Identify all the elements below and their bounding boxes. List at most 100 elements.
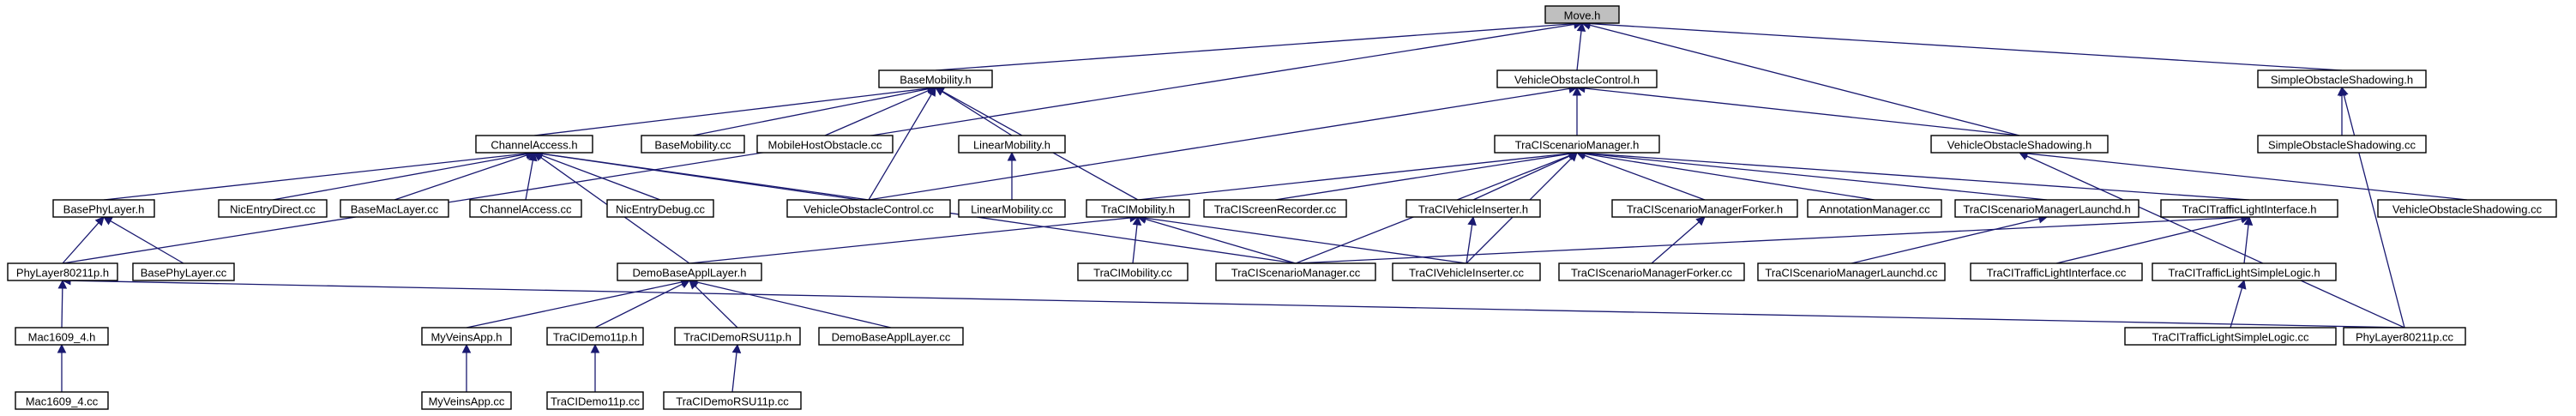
edge-traciscenariomanagerlaunchd-cc-to-traciscenariomanagerlaunchd-h <box>1851 218 2040 264</box>
arrowhead <box>1132 215 1142 226</box>
node-box <box>421 327 512 346</box>
node-box <box>1494 135 1660 154</box>
node-label: VehicleObstacleControl.cc <box>803 203 934 216</box>
node-label: BasePhyLayer.cc <box>141 267 227 280</box>
graph-node-traciscenariomanagerforker-cc[interactable]: TraCIScenarioManagerForker.cc <box>1558 262 1745 281</box>
graph-node-basephylayer-h[interactable]: BasePhyLayer.h <box>52 199 155 218</box>
node-box <box>1611 199 1798 218</box>
arrowhead <box>2339 86 2349 97</box>
arrowhead <box>935 87 945 96</box>
node-label: VehicleObstacleControl.h <box>1514 74 1640 87</box>
node-box <box>1077 262 1189 281</box>
graph-node-traciscenariomanager-h[interactable]: TraCIScenarioManager.h <box>1494 135 1660 154</box>
graph-node-traciscenariomanagerforker-h[interactable]: TraCIScenarioManagerForker.h <box>1611 199 1798 218</box>
edge-channelaccess-h-to-basemobility-h <box>533 87 929 136</box>
node-box <box>2377 199 2557 218</box>
graph-node-mobilehostobstacle-cc[interactable]: MobileHostObstacle.cc <box>756 135 894 154</box>
node-label: TraCIDemo11p.cc <box>551 395 641 408</box>
graph-node-mac1609-4-h[interactable]: Mac1609_4.h <box>15 327 109 346</box>
graph-node-vehicleobstacleshadowing-h[interactable]: VehicleObstacleShadowing.h <box>1930 135 2109 154</box>
graph-node-tracitrafficlightsimplelogic-h[interactable]: TraCITrafficLightSimpleLogic.h <box>2152 262 2337 281</box>
graph-node-traciscenariomanagerlaunchd-cc[interactable]: TraCIScenarioManagerLaunchd.cc <box>1757 262 1946 281</box>
node-box <box>2257 69 2427 88</box>
edge-tracitrafficlightsimplelogic-h-to-tracitrafficlightinterface-h <box>2243 224 2249 264</box>
graph-node-tracidemorsu11p-cc[interactable]: TraCIDemoRSU11p.cc <box>663 391 802 410</box>
graph-node-channelaccess-h[interactable]: ChannelAccess.h <box>475 135 593 154</box>
node-box <box>475 135 593 154</box>
edge-phylayer80211p-h-to-basephylayer-h <box>62 222 99 264</box>
node-box <box>958 199 1066 218</box>
graph-node-mac1609-4-cc[interactable]: Mac1609_4.cc <box>15 391 109 410</box>
node-label: BaseMobility.h <box>900 74 972 87</box>
node-box <box>546 391 644 410</box>
node-label: BaseMacLayer.cc <box>351 203 439 216</box>
arrowhead <box>94 216 105 226</box>
graph-node-traciscenariomanagerlaunchd-h[interactable]: TraCIScenarioManagerLaunchd.h <box>1954 199 2140 218</box>
arrowhead <box>1576 21 1586 33</box>
arrowhead <box>461 343 472 353</box>
graph-node-traciscreenrecorder-cc[interactable]: TraCIScreenRecorder.cc <box>1203 199 1347 218</box>
node-box <box>1970 262 2143 281</box>
node-box <box>1086 199 1190 218</box>
arrowhead <box>57 343 67 353</box>
node-box <box>218 199 328 218</box>
graph-node-simpleobstacleshadowing-h[interactable]: SimpleObstacleShadowing.h <box>2257 69 2427 88</box>
graph-node-myveinsapp-h[interactable]: MyVeinsApp.h <box>421 327 512 346</box>
graph-node-vehicleobstacleshadowing-cc[interactable]: VehicleObstacleShadowing.cc <box>2377 199 2557 218</box>
node-box <box>1544 5 1620 24</box>
graph-node-nicentrydirect-cc[interactable]: NicEntryDirect.cc <box>218 199 328 218</box>
graph-node-linearmobility-cc[interactable]: LinearMobility.cc <box>958 199 1066 218</box>
node-label: MobileHostObstacle.cc <box>768 139 882 152</box>
graph-node-tracimobility-h[interactable]: TraCIMobility.h <box>1086 199 1190 218</box>
graph-node-linearmobility-h[interactable]: LinearMobility.h <box>958 135 1066 154</box>
graph-node-move-h[interactable]: Move.h <box>1544 5 1620 24</box>
graph-node-tracitrafficlightinterface-cc[interactable]: TraCITrafficLightInterface.cc <box>1970 262 2143 281</box>
graph-node-tracidemo11p-h[interactable]: TraCIDemo11p.h <box>546 327 644 346</box>
graph-node-basemaclayer-cc[interactable]: BaseMacLayer.cc <box>340 199 449 218</box>
graph-node-demobaseappllayer-h[interactable]: DemoBaseApplLayer.h <box>617 262 762 281</box>
graph-node-tracivehicleinserter-h[interactable]: TraCIVehicleInserter.h <box>1405 199 1541 218</box>
edge-basephylayer-h-to-channelaccess-h <box>103 153 527 201</box>
graph-node-annotationmanager-cc[interactable]: AnnotationManager.cc <box>1807 199 1942 218</box>
graph-node-nicentrydebug-cc[interactable]: NicEntryDebug.cc <box>606 199 714 218</box>
node-box <box>52 199 155 218</box>
graph-node-simpleobstacleshadowing-cc[interactable]: SimpleObstacleShadowing.cc <box>2257 135 2427 154</box>
graph-node-basemobility-h[interactable]: BaseMobility.h <box>878 69 993 88</box>
edge-phylayer80211p-cc-to-simpleobstacleshadowing-h <box>2343 94 2405 329</box>
node-label: TraCIVehicleInserter.cc <box>1409 267 1524 280</box>
graph-node-vehicleobstaclecontrol-cc[interactable]: VehicleObstacleControl.cc <box>786 199 951 218</box>
node-label: ChannelAccess.h <box>491 139 577 152</box>
node-box <box>7 262 118 281</box>
graph-node-basemobility-cc[interactable]: BaseMobility.cc <box>641 135 745 154</box>
node-box <box>818 327 964 346</box>
node-label: TraCIScreenRecorder.cc <box>1214 203 1337 216</box>
edge-simpleobstacleshadowing-h-to-move-h <box>1589 22 2343 71</box>
graph-node-vehicleobstaclecontrol-h[interactable]: VehicleObstacleControl.h <box>1496 69 1658 88</box>
node-label: TraCIDemoRSU11p.cc <box>676 395 789 408</box>
node-label: MyVeinsApp.cc <box>429 395 505 408</box>
graph-node-traciscenariomanager-cc[interactable]: TraCIScenarioManager.cc <box>1215 262 1376 281</box>
graph-node-tracivehicleinserter-cc[interactable]: TraCIVehicleInserter.cc <box>1392 262 1541 281</box>
node-label: TraCIScenarioManagerForker.h <box>1627 203 1783 216</box>
graph-node-phylayer80211p-cc[interactable]: PhyLayer80211p.cc <box>2343 327 2466 346</box>
node-box <box>674 327 801 346</box>
node-box <box>1757 262 1946 281</box>
edge-phylayer80211p-cc-to-phylayer80211p-h <box>69 280 2405 329</box>
graph-node-basephylayer-cc[interactable]: BasePhyLayer.cc <box>132 262 235 281</box>
graph-node-tracimobility-cc[interactable]: TraCIMobility.cc <box>1077 262 1189 281</box>
graph-node-tracitrafficlightinterface-h[interactable]: TraCITrafficLightInterface.h <box>2160 199 2338 218</box>
node-label: DemoBaseApplLayer.h <box>633 267 747 280</box>
graph-node-tracidemo11p-cc[interactable]: TraCIDemo11p.cc <box>546 391 644 410</box>
graph-node-tracitrafficlightsimplelogic-cc[interactable]: TraCITrafficLightSimpleLogic.cc <box>2124 327 2337 346</box>
node-label: TraCIScenarioManagerForker.cc <box>1571 267 1733 280</box>
edge-traciscenariomanagerforker-cc-to-traciscenariomanagerforker-h <box>1651 221 1700 264</box>
node-label: NicEntryDebug.cc <box>616 203 706 216</box>
edge-traciscenariomanagerlaunchd-h-to-traciscenariomanager-h <box>1584 153 2048 201</box>
graph-node-tracidemorsu11p-h[interactable]: TraCIDemoRSU11p.h <box>674 327 801 346</box>
graph-node-phylayer80211p-h[interactable]: PhyLayer80211p.h <box>7 262 118 281</box>
edge-tracimobility-cc-to-tracimobility-h <box>1132 224 1138 264</box>
graph-node-demobaseappllayer-cc[interactable]: DemoBaseApplLayer.cc <box>818 327 964 346</box>
graph-node-channelaccess-cc[interactable]: ChannelAccess.cc <box>469 199 582 218</box>
graph-node-myveinsapp-cc[interactable]: MyVeinsApp.cc <box>421 391 512 410</box>
